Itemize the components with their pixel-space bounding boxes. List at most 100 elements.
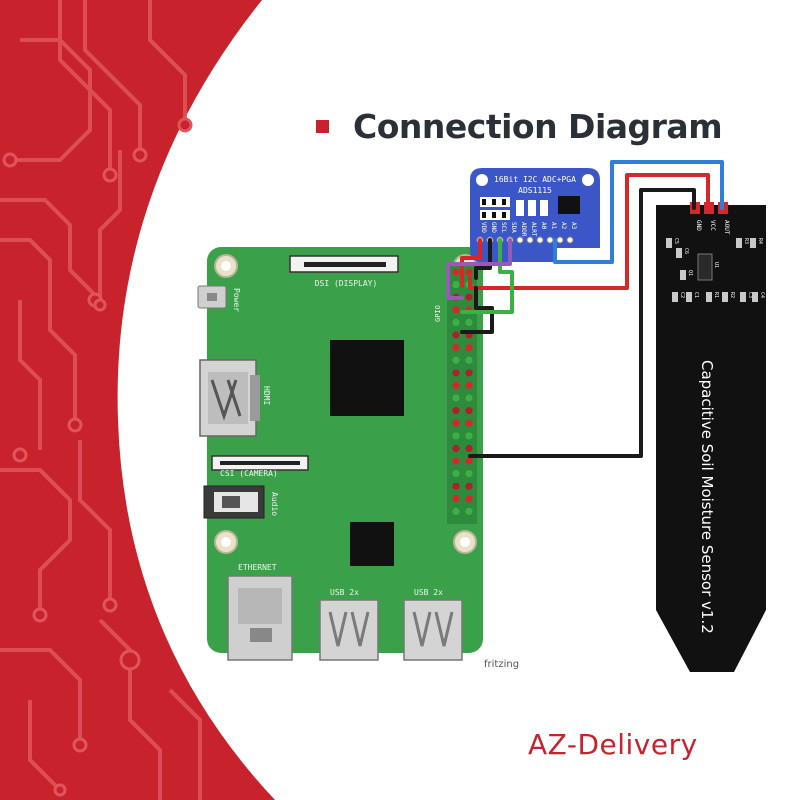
sensor-component bbox=[666, 238, 672, 248]
usb2-label: USB 2x bbox=[414, 588, 443, 597]
gpio-pin bbox=[452, 470, 460, 478]
sensor-component-label: R1 bbox=[713, 292, 719, 298]
gpio-pin bbox=[465, 318, 473, 326]
gpio-pin bbox=[452, 268, 460, 276]
wire-sda bbox=[446, 238, 512, 300]
adc-pin-label: VDD bbox=[480, 222, 487, 233]
sensor-component-label: C5 bbox=[673, 238, 679, 244]
adc-pin-label: ADDR bbox=[520, 222, 527, 237]
sensor-component-label: R3 bbox=[743, 238, 749, 244]
gpio-pin bbox=[465, 470, 473, 478]
sensor-component bbox=[706, 292, 712, 302]
audio-label: Audio bbox=[270, 492, 279, 516]
sensor-component bbox=[672, 292, 678, 302]
gpio-pin bbox=[452, 407, 460, 415]
gpio-pin bbox=[465, 356, 473, 364]
usb-port-2 bbox=[403, 599, 463, 661]
sensor-component-label: R4 bbox=[757, 238, 763, 244]
gpio-pin bbox=[452, 344, 460, 352]
sensor-component bbox=[676, 248, 682, 258]
wire-aout-to-a0 bbox=[553, 160, 724, 264]
adc-pin-label: A1 bbox=[550, 222, 557, 230]
sensor-component bbox=[740, 292, 746, 302]
gpio-pin bbox=[465, 268, 473, 276]
sensor-component-label: U1 bbox=[713, 262, 719, 268]
adc-pin-label: GND bbox=[490, 222, 497, 233]
gpio-pin bbox=[452, 507, 460, 515]
gpio-pin bbox=[452, 369, 460, 377]
adc-pin-label: A2 bbox=[560, 222, 567, 230]
gpio-pin bbox=[465, 457, 473, 465]
sensor-component-label: Q1 bbox=[687, 270, 693, 276]
adc-pin-a3 bbox=[566, 236, 574, 244]
adc-pin-label: A3 bbox=[570, 222, 577, 230]
gpio-pin bbox=[465, 482, 473, 490]
gpio-pin bbox=[452, 306, 460, 314]
sensor-component-label: C1 bbox=[693, 292, 699, 298]
gpio-pin bbox=[465, 344, 473, 352]
wires bbox=[446, 160, 724, 458]
adc-title: 16Bit I2C ADC+PGA bbox=[494, 175, 576, 184]
usb1-label: USB 2x bbox=[330, 588, 359, 597]
adc-pin-label: SDA bbox=[510, 222, 517, 233]
wire-scl bbox=[460, 238, 514, 314]
gpio-pin bbox=[452, 394, 460, 402]
sensor-pin-label: VCC bbox=[709, 220, 716, 231]
wire-gnd-sensor bbox=[468, 188, 696, 458]
adc-pin-a0 bbox=[536, 236, 544, 244]
sensor-chip bbox=[697, 253, 713, 281]
gpio-pin bbox=[452, 356, 460, 364]
sensor-pin-label: GND bbox=[695, 220, 702, 231]
gpio-pin bbox=[465, 507, 473, 515]
header: Connection Diagram bbox=[316, 104, 723, 148]
adc-pin-label: A0 bbox=[540, 222, 547, 230]
gpio-pins bbox=[452, 268, 473, 515]
gpio-pin bbox=[465, 381, 473, 389]
sensor-component-label: R2 bbox=[729, 292, 735, 298]
gpio-pin bbox=[465, 419, 473, 427]
wire-gnd-pi bbox=[460, 286, 494, 334]
wire-gnd-adc bbox=[474, 238, 492, 280]
hdmi-label: HDMI bbox=[262, 386, 271, 405]
sensor-component-label: C4 bbox=[759, 292, 765, 298]
sensor-component bbox=[736, 238, 742, 248]
gpio-header bbox=[447, 262, 477, 524]
gpio-pin bbox=[465, 293, 473, 301]
adc-pin-addr bbox=[516, 236, 524, 244]
adc-pin-a2 bbox=[556, 236, 564, 244]
csi-label: CSI (CAMERA) bbox=[220, 469, 278, 478]
circuit-background bbox=[0, 0, 275, 800]
sensor-component-label: C6 bbox=[683, 248, 689, 254]
sensor-component bbox=[686, 292, 692, 302]
raspberry-pi-board: DSI (DISPLAY) Power HDMI CSI (CAMERA) Au… bbox=[197, 247, 483, 661]
wire-vdd bbox=[460, 238, 482, 288]
gpio-pin bbox=[465, 369, 473, 377]
gpio-pin bbox=[452, 432, 460, 440]
wire-vcc bbox=[468, 173, 710, 290]
gpio-pin bbox=[465, 495, 473, 503]
adc-chip bbox=[558, 196, 580, 214]
adc-pin-alrt bbox=[526, 236, 534, 244]
title-bullet bbox=[316, 119, 329, 133]
gpio-pin bbox=[452, 482, 460, 490]
gpio-pin bbox=[452, 495, 460, 503]
usb-controller-chip bbox=[350, 522, 394, 566]
sensor-component bbox=[752, 292, 758, 302]
sensor-component-label: C2 bbox=[679, 292, 685, 298]
gpio-pin bbox=[465, 407, 473, 415]
gpio-pin bbox=[452, 444, 460, 452]
sensor-component bbox=[750, 238, 756, 248]
gpio-pin bbox=[465, 432, 473, 440]
gpio-pin bbox=[452, 381, 460, 389]
gpio-pin bbox=[465, 394, 473, 402]
gpio-pin bbox=[452, 281, 460, 289]
dsi-label: DSI (DISPLAY) bbox=[315, 279, 378, 288]
gpio-pin bbox=[465, 444, 473, 452]
adc-pin-a1 bbox=[546, 236, 554, 244]
power-label: Power bbox=[232, 288, 241, 312]
sensor-component-label: C3 bbox=[747, 292, 753, 298]
